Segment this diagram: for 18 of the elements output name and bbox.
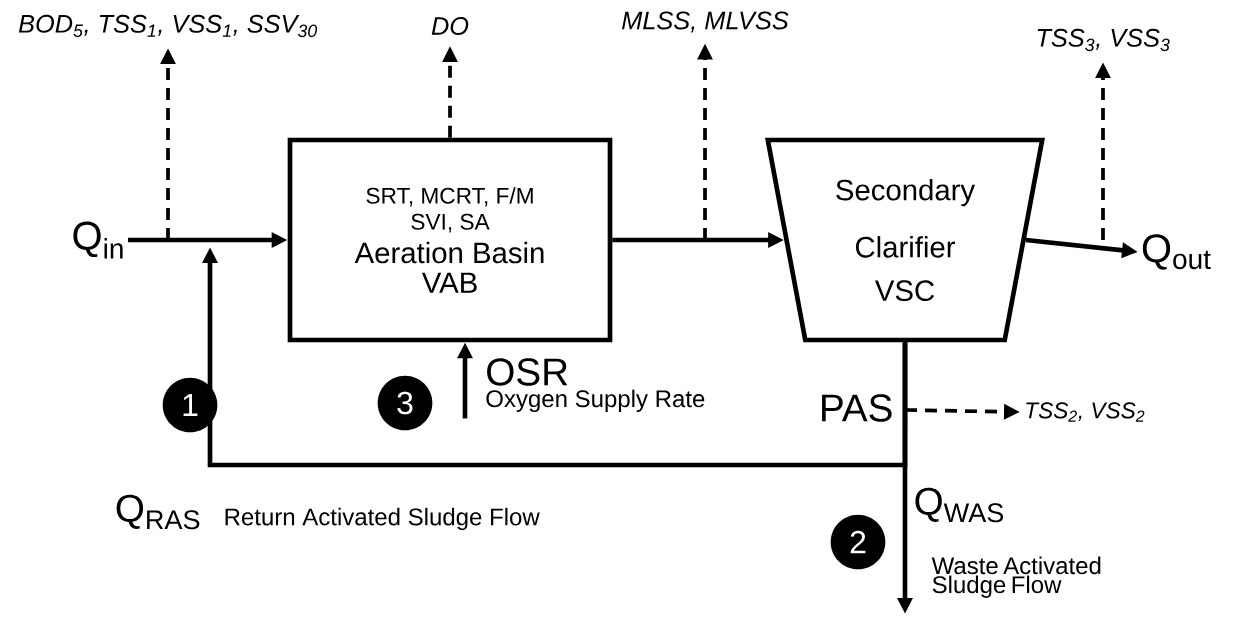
callout-number: 3 [377,375,433,431]
parameter-label: BOD$_{5}$, TSS$_{1}$, VSS$_{1}$, SSV$_{30}$ [18,14,318,38]
parameter-label: TSS$_{3}$, VSS$_{3}$ [1037,28,1170,52]
flow-label: Q$_{out}$ [1142,234,1211,270]
flow-label: Q$_{WAS}$ [915,487,1004,523]
flow-label: Q$_{in}$ [73,221,123,259]
flow-label: PAS [822,394,892,422]
supply-label: OSR Oxygen Supply Rate [486,358,705,412]
parameter-label: DO [431,17,469,35]
callout-number: 2 [830,514,886,570]
clarifier-trapezoid: Secondary Clarifier VSC [765,137,1045,343]
parameter-label: MLSS, MLVSS [622,11,789,33]
flow-label: Q$_{RAS}$ [116,494,200,530]
description-text: Waste Activated Sludge Flow [931,556,1101,598]
process-box: SRT, MCRT, F/M SVI, SA Aeration Basin VAB [287,137,613,343]
callout-number: 1 [162,377,218,433]
parameter-label: TSS$_{2}$, VSS$_{2}$ [1026,402,1145,422]
description-text: Return Activated Sludge Flow [225,507,540,531]
